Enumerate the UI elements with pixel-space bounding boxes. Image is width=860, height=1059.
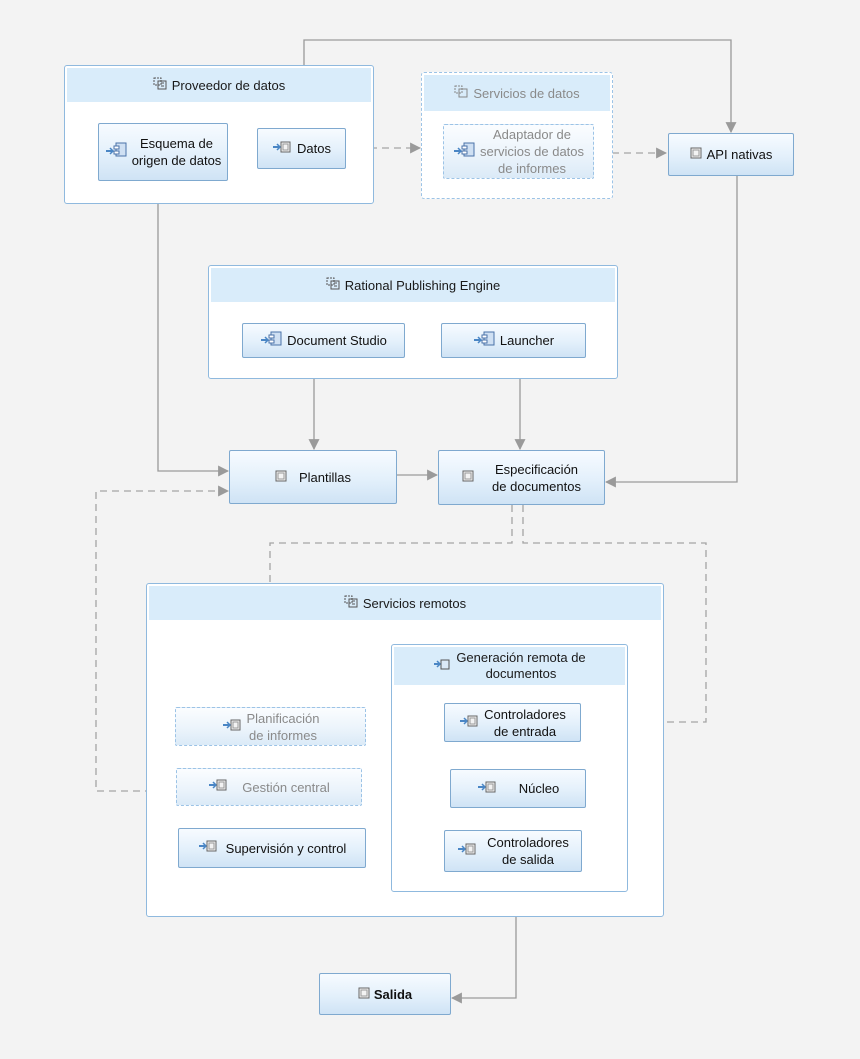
artifact-icon bbox=[275, 469, 287, 486]
node-label: Plantillas bbox=[298, 469, 352, 485]
group-header: Generación remota de documentos bbox=[394, 647, 625, 685]
group-rational-publishing-engine[interactable]: Rational Publishing Engine bbox=[208, 265, 618, 379]
interface-component-icon bbox=[457, 842, 477, 860]
node-salida[interactable]: Salida bbox=[319, 973, 451, 1015]
subsystem-icon bbox=[153, 77, 167, 93]
subsystem-icon bbox=[344, 595, 358, 611]
group-title: Servicios remotos bbox=[362, 595, 467, 611]
node-label: Núcleo bbox=[518, 781, 560, 796]
node-label: Controladores de salida bbox=[487, 835, 569, 867]
connector-api-especificacion bbox=[604, 176, 738, 488]
interface-component-icon bbox=[222, 718, 242, 736]
artifact-icon bbox=[462, 469, 474, 486]
node-controladores-entrada[interactable]: Controladores de entrada bbox=[444, 703, 581, 742]
node-label: Adaptador de servicios de datos de infor… bbox=[479, 127, 585, 176]
group-header: Servicios remotos bbox=[149, 586, 661, 620]
node-plantillas[interactable]: Plantillas bbox=[229, 450, 397, 504]
component-group-icon bbox=[433, 658, 451, 675]
node-label: Especificación de documentos bbox=[492, 461, 581, 494]
node-label: API nativas bbox=[706, 147, 773, 162]
component-icon bbox=[105, 142, 127, 162]
node-nucleo[interactable]: Núcleo bbox=[450, 769, 586, 808]
node-label: Supervisión y control bbox=[225, 840, 347, 856]
group-title: Proveedor de datos bbox=[171, 77, 286, 93]
component-icon bbox=[453, 142, 475, 162]
interface-component-icon bbox=[272, 140, 292, 158]
node-launcher[interactable]: Launcher bbox=[441, 323, 586, 358]
node-label: Controladores de entrada bbox=[484, 706, 566, 739]
node-label: Gestión central bbox=[242, 779, 330, 795]
group-title: Rational Publishing Engine bbox=[344, 277, 501, 293]
group-title: Generación remota de documentos bbox=[456, 650, 586, 681]
group-header: Servicios de datos bbox=[424, 75, 610, 111]
node-label: Esquema de origen de datos bbox=[131, 136, 222, 168]
subsystem-icon bbox=[326, 277, 340, 293]
node-datos[interactable]: Datos bbox=[257, 128, 346, 169]
node-adaptador-servicios[interactable]: Adaptador de servicios de datos de infor… bbox=[443, 124, 594, 179]
node-label: Launcher bbox=[499, 333, 555, 348]
group-header: Proveedor de datos bbox=[67, 68, 371, 102]
group-header: Rational Publishing Engine bbox=[211, 268, 615, 302]
node-controladores-salida[interactable]: Controladores de salida bbox=[444, 830, 582, 872]
node-esquema-origen-datos[interactable]: Esquema de origen de datos bbox=[98, 123, 228, 181]
node-label: Planificación de informes bbox=[246, 710, 320, 743]
component-icon bbox=[260, 331, 282, 351]
node-gestion-central[interactable]: Gestión central bbox=[176, 768, 362, 806]
node-api-nativas[interactable]: API nativas bbox=[668, 133, 794, 176]
interface-component-icon bbox=[459, 714, 479, 732]
node-planificacion-informes[interactable]: Planificación de informes bbox=[175, 707, 366, 746]
interface-component-icon bbox=[477, 780, 497, 798]
component-icon bbox=[473, 331, 495, 351]
node-supervision-control[interactable]: Supervisión y control bbox=[178, 828, 366, 868]
node-label: Salida bbox=[373, 986, 413, 1002]
node-label: Document Studio bbox=[287, 333, 387, 348]
artifact-icon bbox=[690, 146, 702, 163]
group-title: Servicios de datos bbox=[473, 85, 580, 101]
node-label: Datos bbox=[297, 141, 331, 156]
interface-component-icon bbox=[208, 778, 228, 796]
node-especificacion-documentos[interactable]: Especificación de documentos bbox=[438, 450, 605, 505]
node-document-studio[interactable]: Document Studio bbox=[242, 323, 405, 358]
subsystem-icon bbox=[454, 85, 468, 101]
interface-component-icon bbox=[198, 839, 218, 857]
artifact-icon bbox=[358, 986, 370, 1003]
